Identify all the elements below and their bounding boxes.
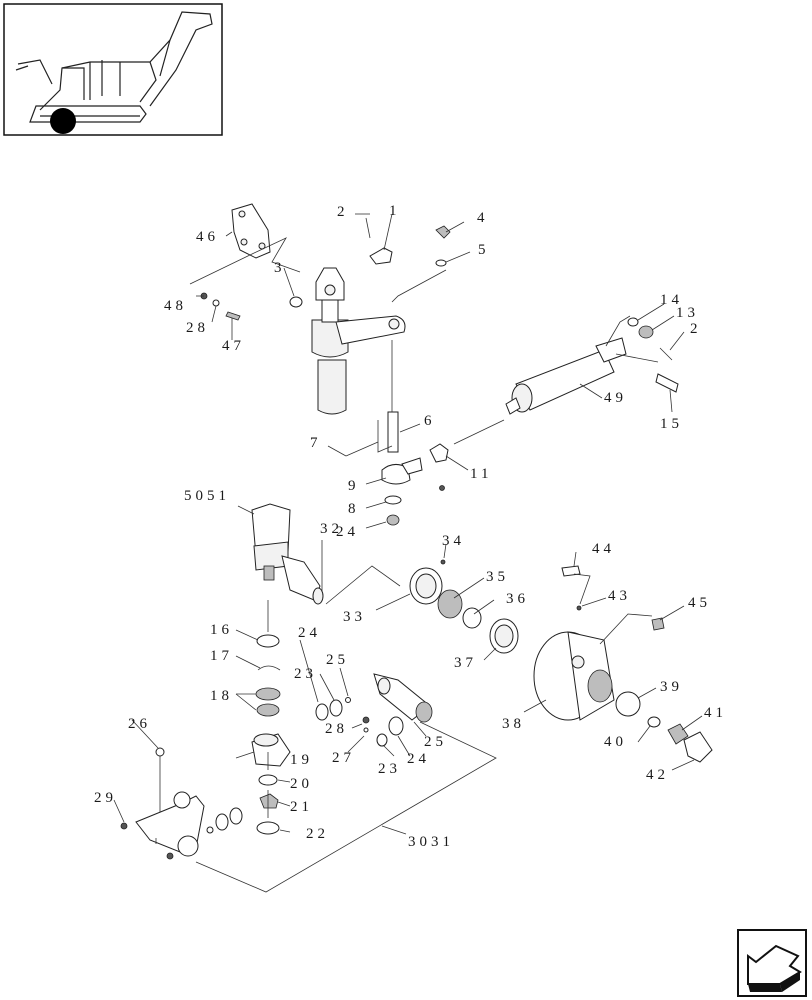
callout-35: 35 <box>486 569 509 585</box>
lower-linkage-assembly <box>120 634 497 893</box>
callout-41: 41 <box>704 705 727 721</box>
callout-45: 45 <box>688 595 711 611</box>
callout-39: 39 <box>660 679 683 695</box>
callout-40: 40 <box>604 734 627 750</box>
callout-37: 37 <box>454 655 477 671</box>
callout-5051: 5051 <box>184 488 230 504</box>
callout-19: 19 <box>290 752 313 768</box>
callout-34: 34 <box>442 533 465 549</box>
callout-24-washer: 24 <box>336 524 359 540</box>
callout-28-upper: 28 <box>186 320 209 336</box>
callout-46: 46 <box>196 229 219 245</box>
callout-25-lower: 25 <box>424 734 447 750</box>
steering-cylinder-assembly <box>189 203 679 526</box>
callout-47: 47 <box>222 338 245 354</box>
callout-5: 5 <box>478 242 490 258</box>
callout-2-pin: 2 <box>337 204 349 220</box>
callout-1: 1 <box>389 203 401 219</box>
callout-18: 18 <box>210 688 233 704</box>
callout-48: 48 <box>164 298 187 314</box>
callout-42: 42 <box>646 767 669 783</box>
callout-21: 21 <box>290 799 313 815</box>
callout-2-cotter: 2 <box>690 321 702 337</box>
machine-thumbnail <box>3 3 223 136</box>
callout-25-upper: 25 <box>326 652 349 668</box>
callout-44: 44 <box>592 541 615 557</box>
callout-26: 26 <box>128 716 151 732</box>
callout-33: 33 <box>343 609 366 625</box>
callout-16: 16 <box>210 622 233 638</box>
callout-14: 14 <box>660 292 683 308</box>
callout-15: 15 <box>660 416 683 432</box>
callout-49: 49 <box>604 390 627 406</box>
callout-24-upper: 24 <box>298 625 321 641</box>
callout-labels: 1 2 2 3 4 5 6 7 8 9 11 13 14 15 16 17 18… <box>94 203 727 850</box>
callout-11: 11 <box>470 466 492 482</box>
callout-38: 38 <box>502 716 525 732</box>
location-marker <box>50 108 76 134</box>
callout-28-lower: 28 <box>325 721 348 737</box>
callout-23-upper: 23 <box>294 666 317 682</box>
previous-page-arrow-icon[interactable] <box>737 929 807 997</box>
callout-23-lower: 23 <box>378 761 401 777</box>
callout-24-lower: 24 <box>407 751 430 767</box>
callout-9: 9 <box>348 478 360 494</box>
callout-6: 6 <box>424 413 436 429</box>
callout-20: 20 <box>290 776 313 792</box>
callout-22: 22 <box>306 826 329 842</box>
callout-29: 29 <box>94 790 117 806</box>
callout-3031: 3031 <box>408 834 454 850</box>
callout-8: 8 <box>348 501 360 517</box>
callout-4: 4 <box>477 210 489 226</box>
callout-13: 13 <box>676 305 699 321</box>
callout-3: 3 <box>274 260 286 276</box>
callout-36: 36 <box>506 591 529 607</box>
callout-43: 43 <box>608 588 631 604</box>
callout-32: 32 <box>320 521 343 537</box>
callout-17: 17 <box>210 648 233 664</box>
callout-7: 7 <box>310 435 322 451</box>
spindle-assembly <box>251 503 713 763</box>
callout-27: 27 <box>332 750 355 766</box>
